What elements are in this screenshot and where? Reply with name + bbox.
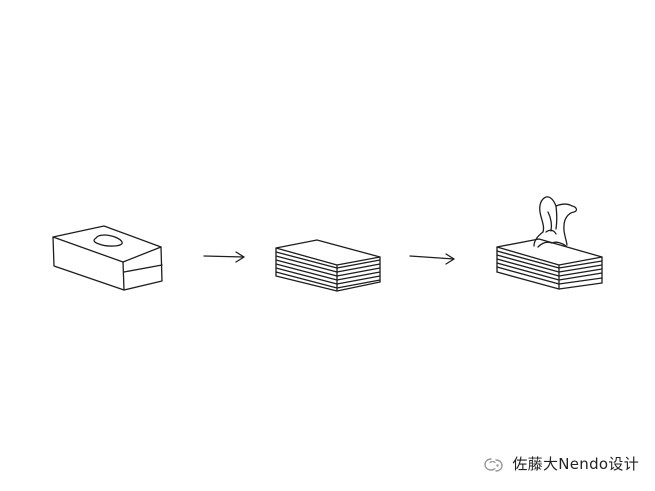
tissue-box-sketch (52, 225, 163, 291)
arrow-right-icon (409, 253, 455, 265)
wechat-official-account-icon (484, 457, 504, 472)
arrow-right-icon (203, 251, 245, 263)
watermark-text: 佐藤大Nendo设计 (512, 455, 639, 473)
tissue-stack-with-pulled-tissue-sketch (496, 196, 603, 290)
watermark: 佐藤大Nendo设计 (482, 453, 639, 474)
tissue-stack-sketch (275, 239, 381, 292)
